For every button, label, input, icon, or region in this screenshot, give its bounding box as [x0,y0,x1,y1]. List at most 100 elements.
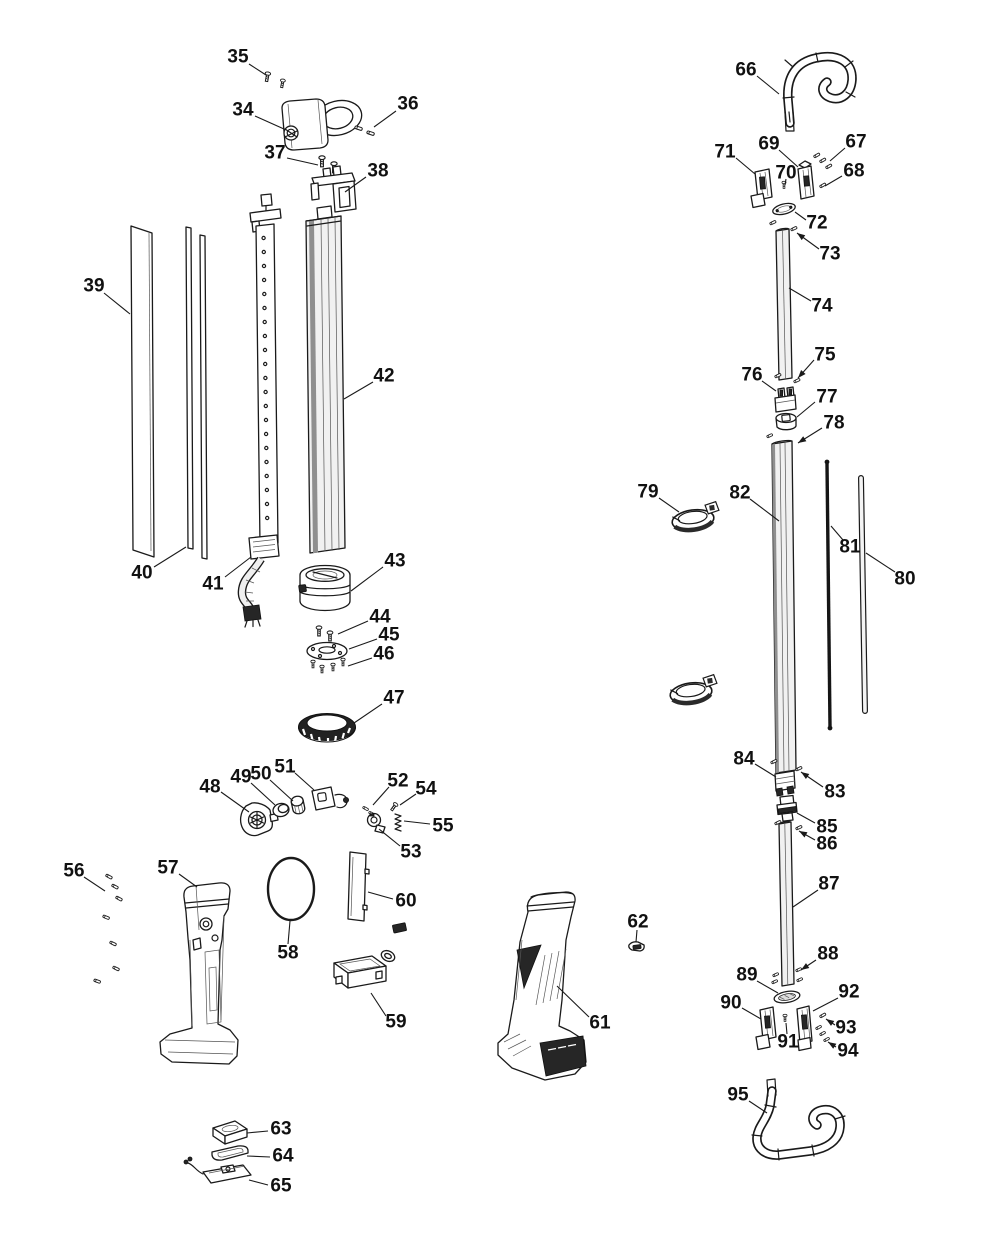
leader-line-81 [830,525,844,541]
part-46-screws [310,657,346,674]
leader-line-90 [741,1007,762,1020]
part-91-screw [782,1013,788,1022]
part-number-78: 78 [823,413,844,434]
leader-line-79 [658,497,680,513]
leader-line-59 [370,992,387,1017]
part-number-47: 47 [383,688,404,709]
leader-line-53 [378,828,401,847]
leader-line-56 [83,876,106,892]
part-number-73: 73 [819,244,840,265]
part-number-50: 50 [250,764,271,785]
leader-line-87 [792,889,819,908]
part-35-screws [263,71,286,89]
part-number-63: 63 [270,1119,291,1140]
part-42-rail-extrusion [305,205,346,554]
leader-line-82 [749,498,780,522]
part-number-95: 95 [727,1085,749,1106]
part-62-clip [628,941,645,952]
leader-line-68 [824,175,843,187]
leader-arrowhead-83 [801,772,810,779]
leader-line-40 [153,546,187,568]
part-number-71: 71 [714,142,736,163]
part-number-68: 68 [843,161,864,182]
part-number-75: 75 [814,345,836,366]
leader-line-37 [286,157,319,166]
part-number-43: 43 [384,551,405,572]
part-number-37: 37 [264,143,285,164]
leader-line-36 [373,110,397,128]
part-80-rod [858,475,868,714]
part-41-led-strip [237,193,282,628]
part-45-bearing-plate [306,641,348,661]
part-64-gasket [211,1145,249,1161]
part-number-89: 89 [736,965,757,986]
part-44-screws [315,625,334,642]
part-49-ring [272,802,290,818]
part-66-hook-upper [782,52,857,132]
part-number-85: 85 [816,817,838,838]
part-74-pipe-upper [775,227,793,381]
leader-line-35 [248,63,267,76]
part-number-35: 35 [227,47,249,68]
part-67-screws [812,152,833,170]
part-number-51: 51 [274,757,296,778]
part-72-oval-cap [772,202,796,216]
part-number-46: 46 [373,644,394,665]
part-number-55: 55 [432,816,454,837]
leader-line-62 [635,929,638,943]
part-92-latch-plate [796,1005,813,1052]
leader-line-42 [343,381,374,400]
leader-line-46 [347,657,373,667]
part-number-54: 54 [415,779,437,800]
part-number-42: 42 [373,366,394,387]
part-number-74: 74 [811,296,833,317]
part-number-70: 70 [775,163,796,184]
part-84-joint-block [774,770,796,797]
leader-line-61 [556,985,590,1018]
part-number-90: 90 [720,993,741,1014]
leader-line-43 [350,566,384,592]
leader-line-72 [794,211,807,221]
part-85-knob [776,794,798,822]
part-number-41: 41 [202,574,224,595]
part-82-pipe-middle [771,439,797,774]
part-77-collar [775,412,797,431]
part-48-switch-mount [239,802,279,837]
part-60-cover-plate [347,851,370,922]
leader-line-38 [344,176,367,193]
leader-line-58 [287,920,291,945]
leader-line-80 [865,552,896,573]
part-number-44: 44 [369,607,391,628]
part-81-cable-rod [824,459,833,731]
leader-arrowhead-78 [798,436,807,443]
leader-line-76 [761,380,777,392]
leader-arrowhead-94 [828,1042,837,1049]
leader-line-34 [254,115,285,130]
part-number-72: 72 [806,213,827,234]
part-79-clamp-levers [668,501,721,705]
part-38-bracket [310,165,357,213]
leader-line-47 [353,703,383,724]
leader-line-64 [246,1155,271,1158]
part-36-pins [354,125,376,137]
part-90-latch-plate [755,1006,777,1051]
part-87-pipe-lower [778,821,795,987]
leader-line-49 [250,782,276,806]
leader-line-71 [735,157,756,175]
parts-layer [93,52,868,1184]
leader-line-84 [754,763,777,778]
part-76-joint-block [774,386,797,413]
leader-arrowhead-73 [797,233,806,241]
leader-line-54 [399,793,417,806]
leader-line-85 [796,812,816,824]
part-56-screws [93,873,124,984]
part-number-59: 59 [385,1012,406,1033]
part-number-82: 82 [729,483,750,504]
part-61-housing-right [497,891,587,1081]
part-number-65: 65 [270,1176,292,1197]
part-number-64: 64 [272,1146,294,1167]
leader-line-45 [348,638,378,650]
leader-line-70 [784,178,787,186]
part-40-thin-strips [185,226,208,560]
